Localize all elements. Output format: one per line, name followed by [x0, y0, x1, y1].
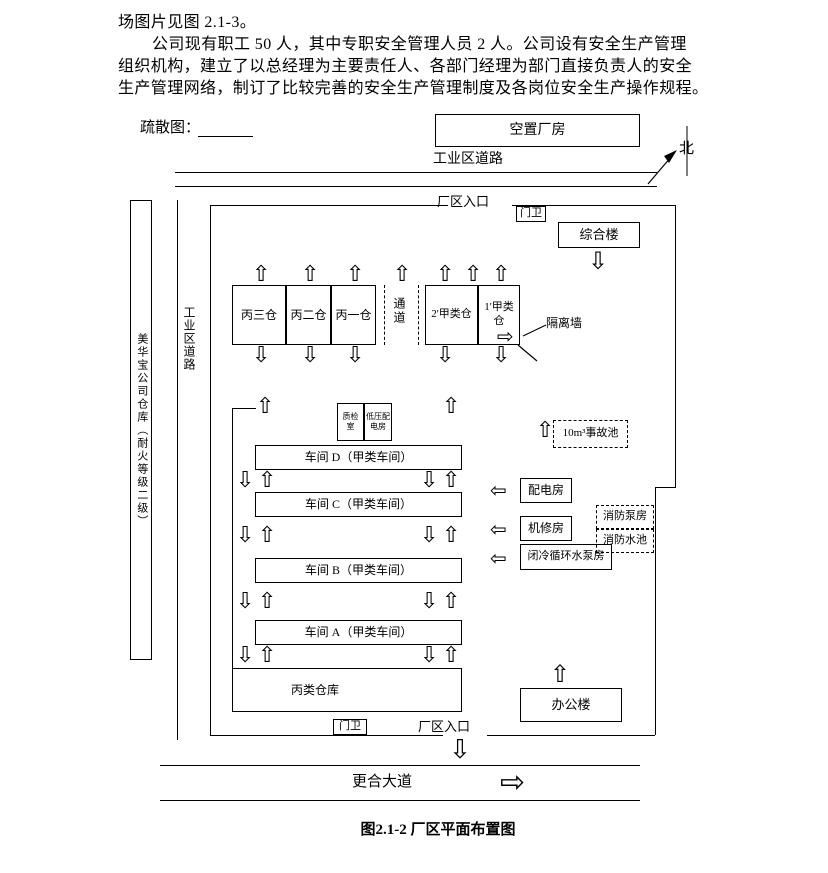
- down-arrow-icon: ⇩: [252, 343, 271, 368]
- right-arrow-icon: ⇨: [500, 765, 526, 800]
- warehouse-a1-box: 1'甲类仓: [478, 285, 520, 345]
- factory-boundary-top: [512, 205, 675, 206]
- warehouse-c2-box: 丙二仓: [286, 285, 331, 345]
- workshop-d-box: 车间 D（甲类车间）: [255, 445, 462, 470]
- entrance-bottom-label: 厂区入口: [418, 719, 471, 734]
- factory-boundary-right: [675, 205, 676, 488]
- avenue-label: 更合大道: [352, 774, 413, 790]
- down-arrow-icon: ⇩: [346, 343, 365, 368]
- workshop-c-box: 车间 C（甲类车间）: [255, 492, 462, 517]
- industrial-road-left-label: 工业区道路: [182, 306, 196, 371]
- up-arrow-icon: ⇧: [346, 262, 365, 287]
- warehouse-left-box: 美华宝公司仓库（耐火等级二级）: [130, 200, 152, 660]
- up-arrow-icon: ⇧: [258, 468, 277, 493]
- road-top-line: [175, 172, 657, 173]
- cooling-pump-room-box: 闭冷循环水泵房: [520, 544, 612, 570]
- up-arrow-icon: ⇧: [550, 660, 571, 688]
- office-building-box: 办公楼: [520, 688, 622, 722]
- down-arrow-icon: ⇩: [492, 343, 511, 368]
- down-arrow-icon: ⇩: [436, 343, 455, 368]
- up-arrow-icon: ⇧: [442, 394, 461, 419]
- up-arrow-icon: ⇧: [258, 523, 277, 548]
- down-arrow-icon: ⇩: [449, 735, 471, 765]
- body-text-line: 场图片见图 2.1-3。: [118, 14, 257, 31]
- right-arrow-icon: ⇨: [497, 324, 514, 348]
- warehouse-a2-box: 2'甲类仓: [425, 285, 478, 345]
- factory-boundary-step: [655, 487, 676, 488]
- left-arrow-icon: ⇦: [490, 478, 507, 502]
- up-arrow-icon: ⇧: [258, 643, 277, 668]
- gatehouse-bottom-box: 门卫: [333, 719, 367, 735]
- up-arrow-icon: ⇧: [442, 589, 461, 614]
- up-arrow-icon: ⇧: [258, 589, 277, 614]
- body-text-line: 公司现有职工 50 人，其中专职安全管理人员 2 人。公司设有安全生产管理: [152, 36, 687, 53]
- factory-boundary-left: [210, 205, 211, 735]
- underline: [198, 136, 253, 137]
- down-arrow-icon: ⇩: [236, 643, 255, 668]
- up-arrow-icon: ⇧: [256, 394, 275, 419]
- avenue-line: [160, 765, 640, 766]
- workshop-a-box: 车间 A（甲类车间）: [255, 620, 462, 645]
- class-c-warehouse-box: 丙类仓库: [232, 668, 462, 712]
- workshop-b-box: 车间 B（甲类车间）: [255, 558, 462, 583]
- up-arrow-icon: ⇧: [252, 262, 271, 287]
- figure-caption: 图2.1-2 厂区平面布置图: [360, 822, 516, 838]
- up-arrow-icon: ⇧: [442, 523, 461, 548]
- industrial-road-top-label: 工业区道路: [433, 152, 503, 167]
- accident-pool-box: 10m³事故池: [553, 420, 628, 448]
- avenue-line: [160, 800, 640, 801]
- down-arrow-icon: ⇩: [420, 523, 439, 548]
- down-arrow-icon: ⇩: [301, 343, 320, 368]
- corridor-wall-tick: [232, 408, 256, 409]
- down-arrow-icon: ⇩: [420, 643, 439, 668]
- road-left-line: [177, 200, 178, 740]
- up-arrow-icon: ⇧: [301, 262, 320, 287]
- warehouse-c1-box: 丙一仓: [331, 285, 376, 345]
- entrance-top-label: 厂区入口: [437, 194, 490, 209]
- up-arrow-icon: ⇧: [464, 262, 483, 287]
- warehouse-c3-box: 丙三仓: [232, 285, 286, 345]
- lv-power-room-box: 低压配电房: [364, 403, 392, 441]
- warehouse-left-label: 美华宝公司仓库（耐火等级二级）: [135, 332, 148, 528]
- up-arrow-icon: ⇧: [442, 643, 461, 668]
- corridor-dashed-line: [384, 285, 385, 345]
- left-arrow-icon: ⇦: [490, 546, 507, 570]
- up-arrow-icon: ⇧: [536, 418, 555, 443]
- qc-room-box: 质检室: [337, 403, 364, 441]
- repair-room-box: 机修房: [520, 516, 572, 541]
- factory-boundary-right: [655, 487, 656, 735]
- north-label: 北: [679, 141, 695, 157]
- down-arrow-icon: ⇩: [420, 468, 439, 493]
- down-arrow-icon: ⇩: [588, 247, 609, 275]
- up-arrow-icon: ⇧: [393, 262, 412, 287]
- down-arrow-icon: ⇩: [236, 589, 255, 614]
- down-arrow-icon: ⇩: [236, 468, 255, 493]
- complex-building-box: 综合楼: [558, 222, 640, 248]
- up-arrow-icon: ⇧: [442, 468, 461, 493]
- evacuation-diagram-label: 疏散图：: [140, 120, 201, 136]
- isolation-wall-label: 隔离墙: [546, 316, 583, 330]
- corridor-wall-line: [232, 408, 233, 668]
- road-top-line: [175, 186, 657, 187]
- fire-pool-box: 消防水池: [596, 529, 654, 553]
- fire-pump-room-box: 消防泵房: [596, 505, 654, 529]
- corridor-label: 通道: [392, 297, 406, 325]
- down-arrow-icon: ⇩: [236, 523, 255, 548]
- factory-boundary-bottom: [210, 735, 443, 736]
- down-arrow-icon: ⇩: [420, 589, 439, 614]
- factory-boundary-bottom: [487, 735, 655, 736]
- power-room-box: 配电房: [520, 478, 572, 503]
- up-arrow-icon: ⇧: [436, 262, 455, 287]
- body-text-line: 组织机构，建立了以总经理为主要责任人、各部门经理为部门直接负责人的安全: [118, 58, 693, 75]
- left-arrow-icon: ⇦: [490, 517, 507, 541]
- corridor-dashed-line: [418, 285, 419, 345]
- factory-boundary-top: [210, 205, 448, 206]
- vacant-factory-box: 空置厂房: [435, 114, 640, 147]
- gatehouse-top-box: 门卫: [516, 206, 546, 222]
- body-text-line: 生产管理网络，制订了比较完善的安全生产管理制度及各岗位安全生产操作规程。: [118, 80, 709, 97]
- up-arrow-icon: ⇧: [492, 262, 511, 287]
